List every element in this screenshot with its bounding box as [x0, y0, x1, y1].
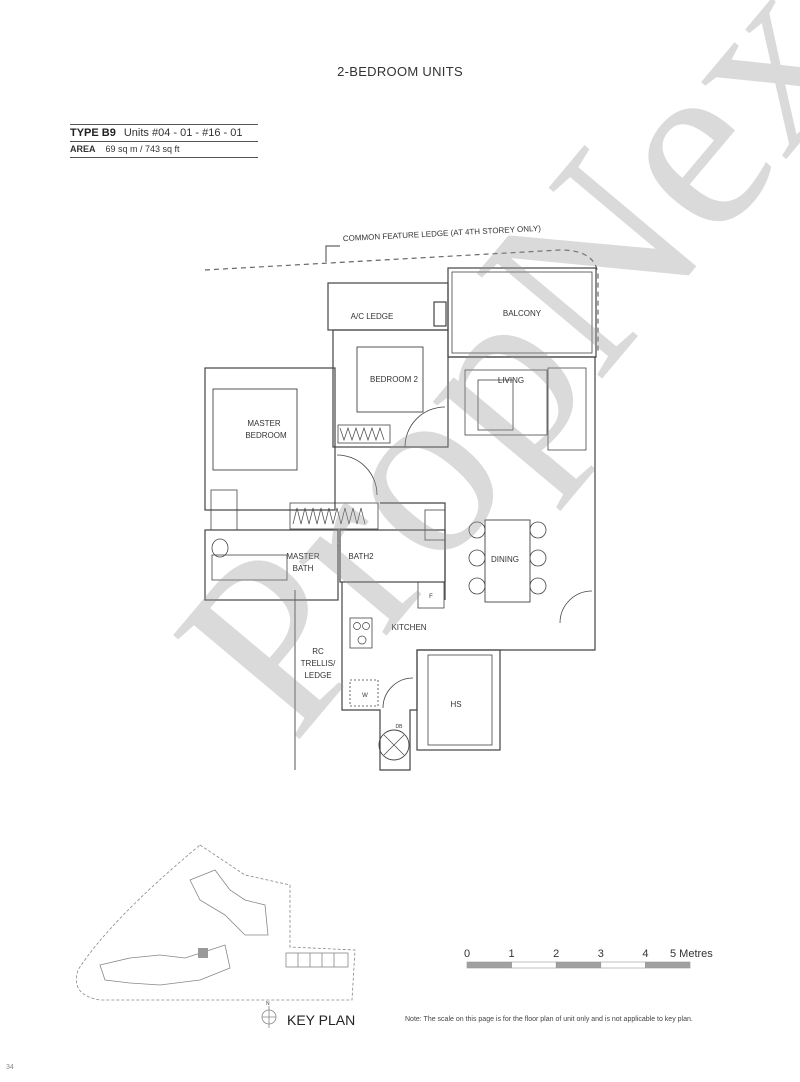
room-label-living: LIVING [498, 376, 524, 385]
fridge-label: F [429, 594, 433, 600]
room-label-kitchen: KITCHEN [391, 623, 426, 632]
door-swing [336, 454, 378, 496]
unit-numbers: Units #04 - 01 - #16 - 01 [123, 127, 243, 139]
unit-info-box: TYPE B9 Units #04 - 01 - #16 - 01 AREA 69 … [70, 124, 258, 158]
rug [464, 369, 548, 436]
room-label-bedroom2: BEDROOM 2 [370, 375, 419, 384]
room-label-bath2: BATH2 [348, 552, 374, 561]
divider [70, 157, 258, 158]
room-label-trellis: RC [312, 647, 324, 656]
scale-note: Note: The scale on this page is for the … [405, 1016, 693, 1023]
sofa [547, 367, 587, 451]
kitchen-wall [341, 582, 596, 771]
unit-type-row: TYPE B9 Units #04 - 01 - #16 - 01 [70, 125, 258, 141]
room-label-ac-ledge: A/C LEDGE [351, 312, 394, 321]
terrace-block [285, 952, 349, 968]
page-number: 34 [6, 1064, 14, 1071]
wardrobe [337, 424, 391, 444]
ac-unit [433, 301, 447, 327]
scale-segment [600, 961, 646, 969]
key-plan-label: KEY PLAN [287, 1012, 356, 1028]
bed [356, 346, 424, 413]
ledge-leader [325, 245, 340, 262]
room-label-dining: DINING [491, 555, 519, 564]
ledge-note: COMMON FEATURE LEDGE (AT 4TH STOREY ONLY… [343, 224, 542, 243]
scale-tick-label: 0 [464, 948, 470, 960]
washer [349, 679, 379, 707]
living-wall [448, 356, 596, 625]
fridge [417, 581, 445, 609]
area-label: AREA [70, 144, 96, 154]
scale-tick-label: 5 Metres [670, 948, 713, 960]
scale-segment [466, 961, 512, 969]
household-shelter [416, 649, 501, 751]
scale-tick-label: 4 [642, 948, 648, 960]
page-title: 2-BEDROOM UNITS [337, 64, 463, 79]
block-highlight [198, 948, 208, 958]
db-label: DB [396, 724, 404, 730]
room-label-balcony: BALCONY [503, 309, 542, 318]
common-ledge-outline [204, 249, 599, 352]
master-bedroom [204, 367, 336, 511]
wardrobe [289, 502, 379, 530]
door-swing [404, 406, 446, 448]
trellis-line [204, 530, 296, 770]
scale-tick-label: 1 [509, 948, 515, 960]
room-label-master-bath: MASTER [286, 552, 320, 561]
bed [212, 388, 298, 471]
door-swing [382, 677, 414, 709]
block-cluster [99, 944, 231, 986]
room-label-trellis: TRELLIS/ [301, 659, 336, 668]
room-label-master-bath: BATH [293, 564, 314, 573]
ac-ledge [327, 282, 449, 331]
site-boundary [75, 844, 356, 1001]
area-value: 69 sq m / 743 sq ft [105, 144, 180, 154]
scale-segment [511, 961, 557, 969]
room-label-hs: HS [450, 700, 461, 709]
dining-table [484, 519, 531, 603]
scale-tick-label: 3 [598, 948, 604, 960]
washer-label: W [362, 693, 368, 699]
scale-segment [555, 961, 602, 969]
scale-bar: 0 1 2 3 4 5 Metres [464, 948, 713, 969]
room-label-trellis: LEDGE [304, 671, 331, 680]
main-door-swing [559, 590, 593, 624]
block-cluster [189, 869, 269, 936]
scale-tick-label: 2 [553, 948, 559, 960]
key-plan [75, 844, 356, 1028]
bedroom-2 [332, 329, 449, 448]
north-label: N [266, 1001, 270, 1007]
unit-type: TYPE B9 [70, 127, 116, 139]
divider [70, 124, 258, 125]
ac-condenser [378, 729, 410, 761]
unit-area-row: AREA 69 sq m / 743 sq ft [70, 142, 258, 157]
scale-segment [645, 961, 691, 969]
room-label-master-bedroom: BEDROOM [245, 431, 287, 440]
divider [70, 141, 258, 142]
room-label-master-bedroom: MASTER [247, 419, 281, 428]
